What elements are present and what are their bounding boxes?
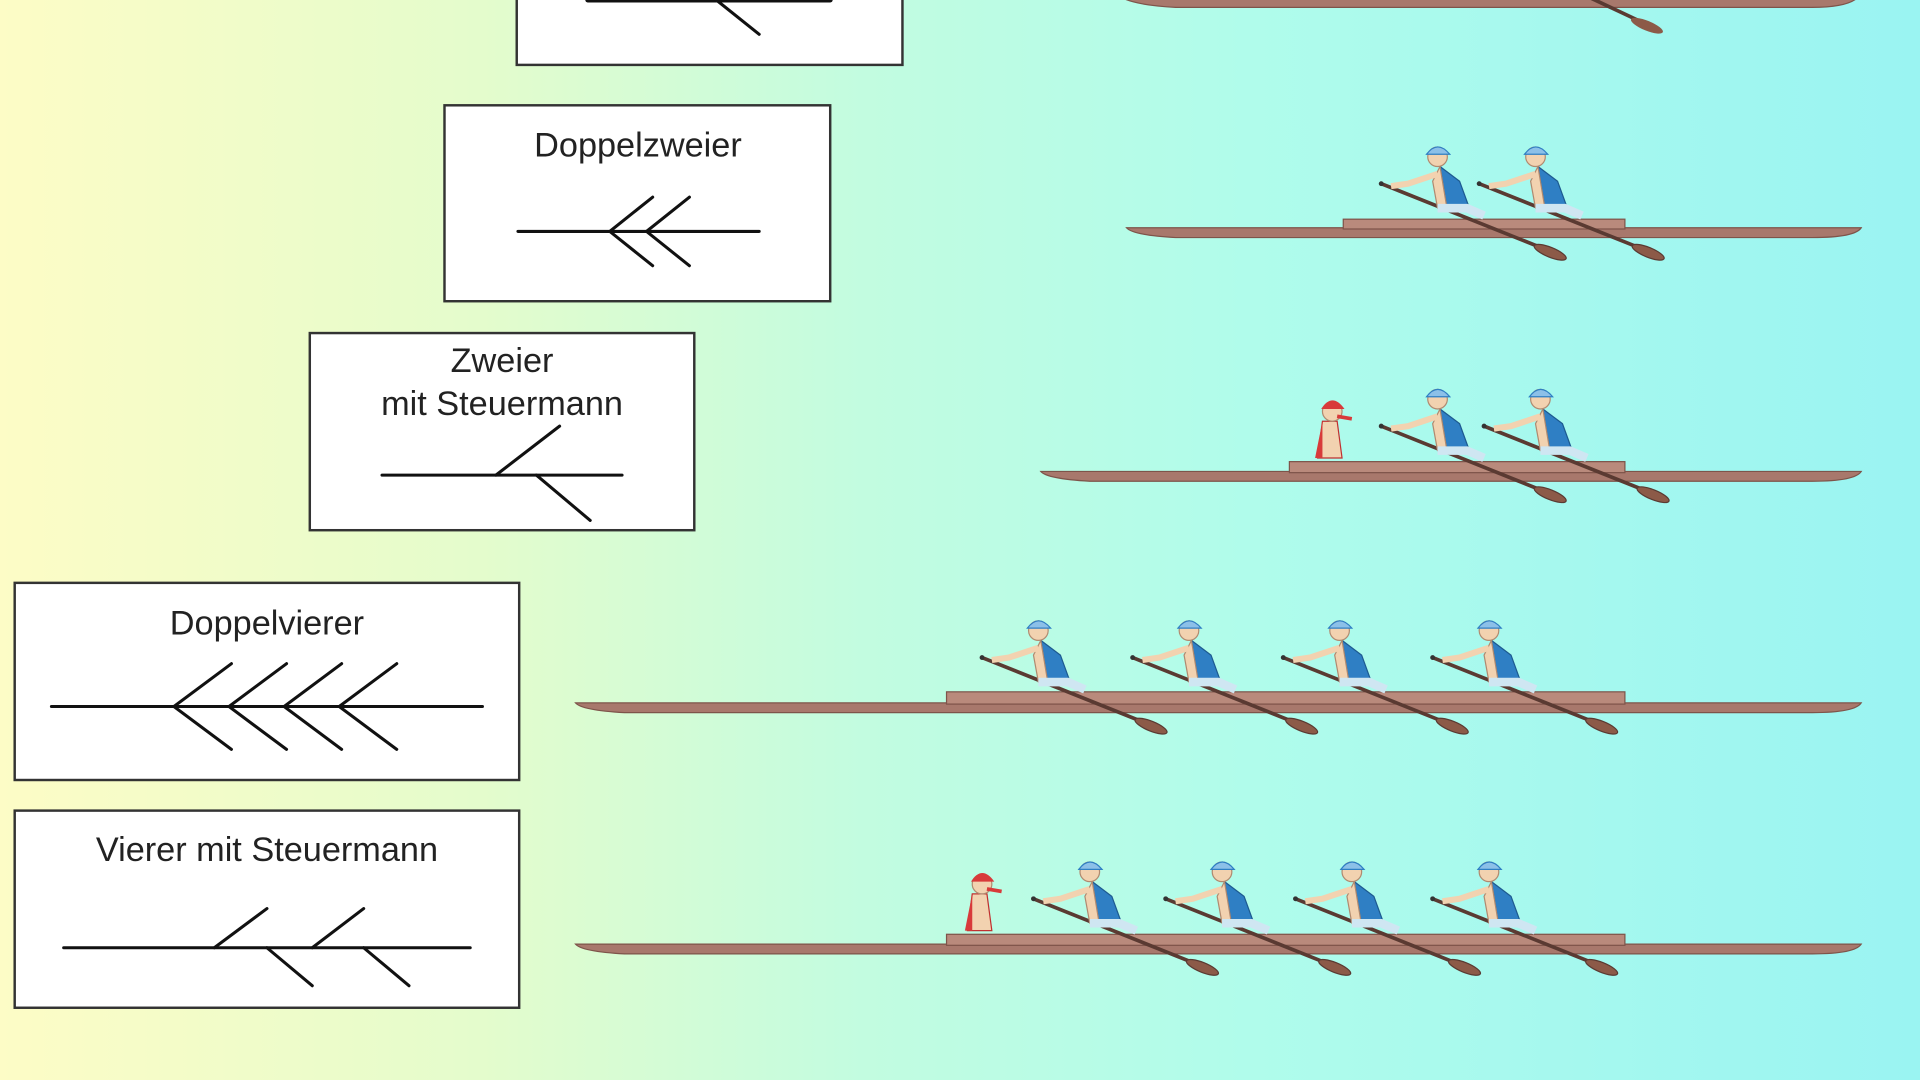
boat-class-box-1 [515, 0, 904, 67]
symbol-single-oar-icon [585, 0, 833, 36]
rower-icon [1031, 862, 1220, 978]
boat-class-label-line1: Zweier [451, 342, 554, 380]
rower-icon [980, 621, 1169, 737]
boat-class-label: Doppelzweier [534, 127, 742, 165]
boat-vierer-mit-steuermann [574, 862, 1863, 978]
boat-class-label-line2: mit Steuermann [381, 385, 623, 423]
boat-class-label: Doppelvierer [170, 604, 364, 642]
rower-icon [1482, 389, 1671, 505]
boat-zweier-mit-steuermann [1039, 389, 1863, 505]
boat-class-box-doppelvierer: Doppelvierer [13, 581, 521, 782]
boat-doppelvierer [574, 621, 1863, 737]
rower-icon [1430, 621, 1619, 737]
symbol-coxed-four-icon [62, 907, 472, 988]
boat-1 [1125, 0, 1856, 34]
boat-class-box-zweier-mit-steuermann: Zweier mit Steuermann [308, 331, 696, 532]
rower-icon [1477, 147, 1666, 263]
symbol-coxed-pair-icon [380, 424, 624, 522]
boat-class-box-doppelzweier: Doppelzweier [443, 104, 832, 303]
coxswain-icon [963, 871, 1004, 933]
boat-class-label: Vierer mit Steuermann [96, 831, 438, 869]
coxswain-icon [1313, 398, 1354, 460]
boat-class-box-vierer-mit-steuermann: Vierer mit Steuermann [13, 809, 521, 1009]
symbol-double-scull-icon [516, 195, 761, 268]
rower-icon [1130, 621, 1319, 737]
boat-doppelzweier [1125, 147, 1863, 263]
symbol-quad-scull-icon [49, 662, 484, 751]
rower-icon [1281, 621, 1470, 737]
